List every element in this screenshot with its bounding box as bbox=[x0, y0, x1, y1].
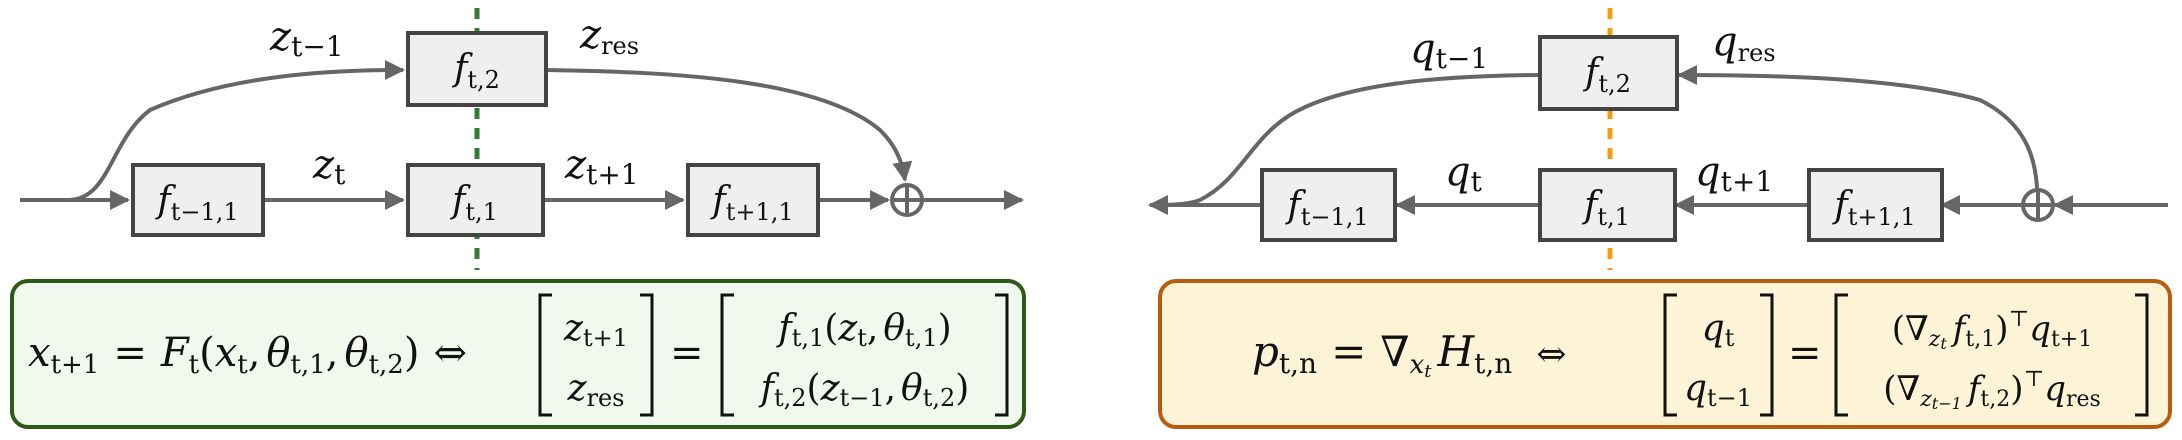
forward-vec-bracket-left bbox=[538, 293, 552, 417]
backward-block-f-t2: ft,2 bbox=[1538, 35, 1679, 111]
backward-block-f-prev: ft−1,1 bbox=[1260, 168, 1397, 242]
backward-skip-out-curve bbox=[1677, 65, 2039, 189]
backward-rhs-bracket-right bbox=[2135, 293, 2149, 417]
forward-label-skip-in: zt−1 bbox=[269, 14, 344, 63]
forward-rhs-bot: ft,2(zt−1,θt,2) bbox=[758, 368, 970, 412]
block-subscript: t−1,1 bbox=[171, 198, 239, 226]
backward-vec-bracket-left bbox=[1663, 293, 1677, 417]
backward-vec-top: qt bbox=[1702, 308, 1735, 352]
backward-vec-bot: qt−1 bbox=[1684, 368, 1752, 412]
forward-skip-in-curve bbox=[67, 60, 405, 202]
block-subscript: t,1 bbox=[1597, 203, 1630, 231]
backward-sum-node bbox=[2021, 188, 2055, 222]
backward-equals-2: = bbox=[1788, 330, 1822, 376]
forward-block-f-prev: ft−1,1 bbox=[131, 163, 265, 237]
svg-text:xt+1=Ft(xt,θt,1,θt,2)⇔: xt+1=Ft(xt,θt,1,θt,2)⇔ bbox=[28, 330, 467, 380]
backward-label-mid1: qt bbox=[1445, 149, 1483, 198]
forward-equals-2: = bbox=[670, 330, 704, 376]
forward-rhs-top: ft,1(zt,θt,1) bbox=[775, 308, 951, 352]
block-subscript: t+1,1 bbox=[726, 198, 794, 226]
backward-label-skip-out: qres bbox=[1712, 19, 1776, 67]
forward-equation: xt+1=Ft(xt,θt,1,θt,2)⇔ zt+1 zres = ft,1(… bbox=[28, 293, 1009, 417]
svg-text:ft,1: ft,1 bbox=[449, 180, 498, 226]
block-subscript: t,2 bbox=[1598, 70, 1631, 98]
forward-block-f-t1: ft,1 bbox=[406, 163, 545, 237]
backward-skip-in-curve bbox=[1159, 73, 1539, 207]
forward-diagram: ft,2 ft−1,1 ft,1 ft+1,1 zt−1 zres zt zt+… bbox=[10, 8, 1026, 429]
block-subscript: t−1,1 bbox=[1301, 203, 1369, 231]
forward-label-skip-out: zres bbox=[579, 12, 639, 60]
forward-block-f-next: ft+1,1 bbox=[686, 163, 820, 237]
backward-rhs-bracket-left bbox=[1834, 293, 1848, 417]
forward-equation-panel bbox=[10, 279, 1026, 429]
forward-label-mid2: zt+1 bbox=[564, 142, 639, 191]
backward-label-mid2: qt+1 bbox=[1695, 149, 1773, 198]
forward-block-f-t2: ft,2 bbox=[406, 31, 548, 107]
forward-label-mid1: zt bbox=[312, 142, 346, 191]
block-subscript: t,2 bbox=[467, 66, 500, 94]
backward-block-f-next: ft+1,1 bbox=[1807, 168, 1944, 242]
forward-skip-out-curve bbox=[545, 68, 913, 182]
block-subscript: t+1,1 bbox=[1848, 203, 1916, 231]
backward-block-f-t1: ft,1 bbox=[1538, 168, 1677, 242]
backward-diagram: ft,2 ft−1,1 ft,1 ft+1,1 qt−1 qres qt qt+… bbox=[1148, 8, 2172, 429]
forward-rhs-bracket-left bbox=[720, 293, 734, 417]
block-subscript: t,1 bbox=[465, 198, 498, 226]
forward-vec-bot: zres bbox=[567, 368, 625, 412]
forward-rhs-bracket-right bbox=[995, 293, 1009, 417]
forward-vec-bracket-right bbox=[640, 293, 654, 417]
backward-label-skip-in: qt−1 bbox=[1410, 26, 1488, 75]
forward-vec-top: zt+1 bbox=[563, 308, 628, 352]
backward-vec-bracket-right bbox=[1760, 293, 1774, 417]
forward-sum-node bbox=[890, 183, 924, 217]
